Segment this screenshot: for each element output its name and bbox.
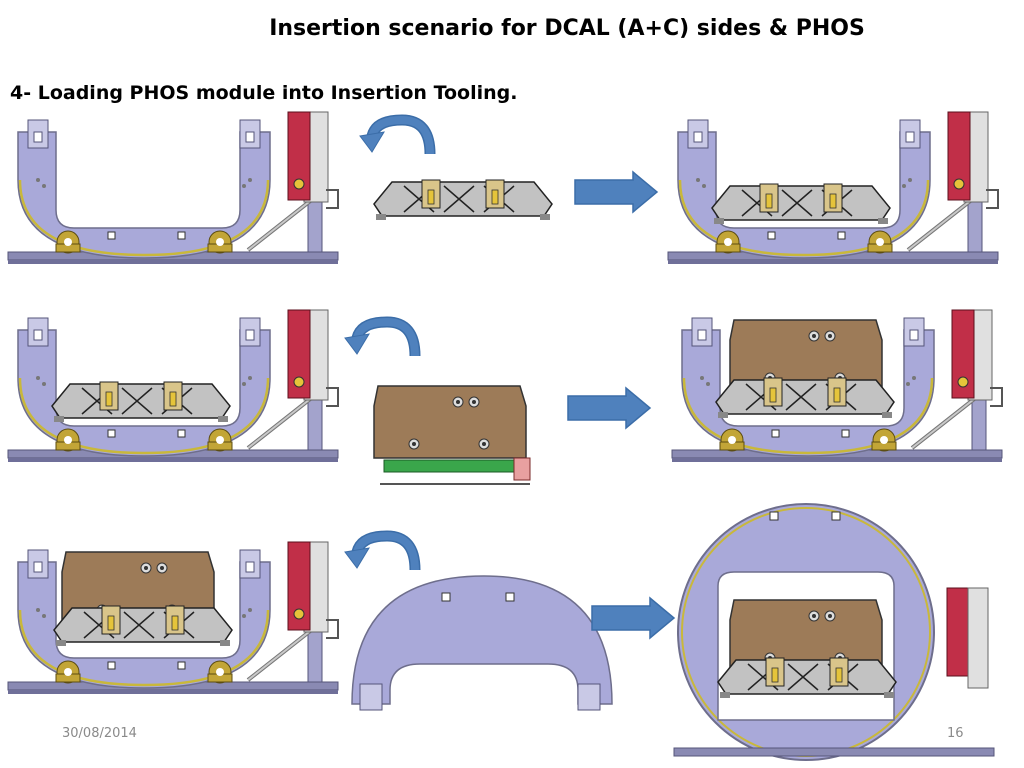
rotate-arrow-icon [345,536,415,570]
phos-support-part [373,179,553,221]
page-number: 16 [947,726,964,741]
right-arrow-icon [567,387,651,429]
step-heading: 4- Loading PHOS module into Insertion To… [10,82,518,104]
side-frame-right [673,587,995,757]
closing-half-ring [351,575,613,711]
footer-date: 30/08/2014 [62,726,137,741]
right-arrow-icon [591,597,675,639]
rotate-arrow-icon [345,322,415,356]
tooling-empty [6,110,340,266]
module-electronics [380,457,531,485]
right-arrow-icon [574,171,658,213]
phos-module-part [373,385,527,459]
slide-title: Insertion scenario for DCAL (A+C) sides … [269,16,865,41]
rotate-arrow-icon [360,120,430,154]
